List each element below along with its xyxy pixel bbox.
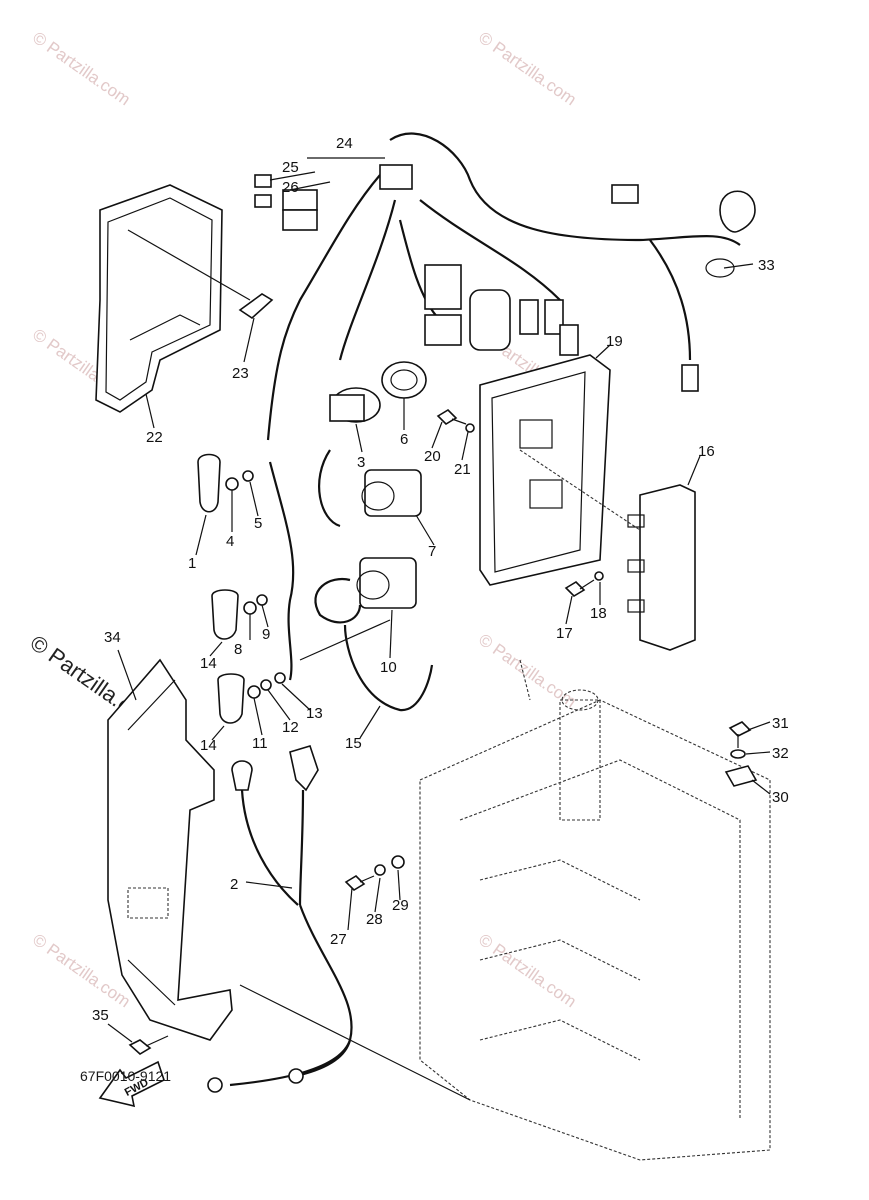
part-31-bolt xyxy=(728,721,752,748)
part-14-boot xyxy=(211,589,239,640)
callout-24: 24 xyxy=(336,135,353,152)
callout-26: 26 xyxy=(282,179,299,196)
part-28-washer xyxy=(374,864,386,876)
part-9-washer xyxy=(256,594,268,606)
leader-lines xyxy=(117,157,771,931)
callout-16: 16 xyxy=(698,443,715,460)
part-3-relay xyxy=(329,387,381,423)
part-2-cable xyxy=(207,745,353,1093)
callout-14: 14 xyxy=(200,655,217,672)
callout-13: 13 xyxy=(306,705,323,722)
callout-3: 3 xyxy=(357,454,365,471)
part-35-bolt xyxy=(107,1023,169,1055)
callout-1: 1 xyxy=(188,555,196,572)
part-13-washer xyxy=(274,672,286,684)
callout-14b: 14 xyxy=(200,737,217,754)
callout-15: 15 xyxy=(345,735,362,752)
part-5-washer xyxy=(242,470,254,482)
part-20-bolt xyxy=(436,408,467,426)
callout-25: 25 xyxy=(282,159,299,176)
callout-27: 27 xyxy=(330,931,347,948)
callout-35: 35 xyxy=(92,1007,109,1024)
part-22-cover xyxy=(95,184,251,413)
part-27-bolt xyxy=(344,874,375,892)
callout-33: 33 xyxy=(758,257,775,274)
callout-23: 23 xyxy=(232,365,249,382)
callout-8: 8 xyxy=(234,641,242,658)
callout-20: 20 xyxy=(424,448,441,465)
part-11-nut xyxy=(247,685,261,699)
part-30-plate xyxy=(724,765,758,787)
part-12-washer xyxy=(260,679,272,691)
part-33-clamp xyxy=(705,258,735,278)
callout-2: 2 xyxy=(230,876,238,893)
callout-7: 7 xyxy=(428,543,436,560)
callout-11: 11 xyxy=(252,735,268,752)
part-23-clip xyxy=(238,293,274,320)
callout-10: 10 xyxy=(380,659,397,676)
part-10-regulator xyxy=(314,557,434,712)
part-14b-boot xyxy=(217,673,245,724)
part-17-bolt xyxy=(564,579,595,598)
part-34-cover xyxy=(107,658,233,1041)
callout-31: 31 xyxy=(772,715,789,732)
callout-29: 29 xyxy=(392,897,409,914)
engine-block xyxy=(239,659,771,1161)
callout-19: 19 xyxy=(606,333,623,350)
part-4-nut xyxy=(225,477,239,491)
callout-6: 6 xyxy=(400,431,408,448)
callout-17: 17 xyxy=(556,625,573,642)
part-24-harness xyxy=(254,132,756,441)
part-7-regulator xyxy=(318,449,422,528)
callout-18: 18 xyxy=(590,605,607,622)
part-1-boot xyxy=(197,453,221,513)
callout-22: 22 xyxy=(146,429,163,446)
callout-4: 4 xyxy=(226,533,234,550)
part-18-washer xyxy=(594,571,604,581)
diagram-code: 67F0010-9121 xyxy=(80,1068,172,1084)
callout-21: 21 xyxy=(454,461,471,478)
callout-12: 12 xyxy=(282,719,299,736)
callout-32: 32 xyxy=(772,745,789,762)
callout-34: 34 xyxy=(104,629,121,646)
part-29-washer xyxy=(391,855,405,869)
part-21-washer xyxy=(465,423,475,433)
callout-28: 28 xyxy=(366,911,383,928)
callout-5: 5 xyxy=(254,515,262,532)
part-6-holder xyxy=(381,361,427,399)
callout-30: 30 xyxy=(772,789,789,806)
part-8-nut xyxy=(243,601,257,615)
part-19-bracket xyxy=(479,354,611,586)
part-16-bracket xyxy=(519,449,696,651)
part-32-washer xyxy=(730,749,746,759)
callout-9: 9 xyxy=(262,626,270,643)
